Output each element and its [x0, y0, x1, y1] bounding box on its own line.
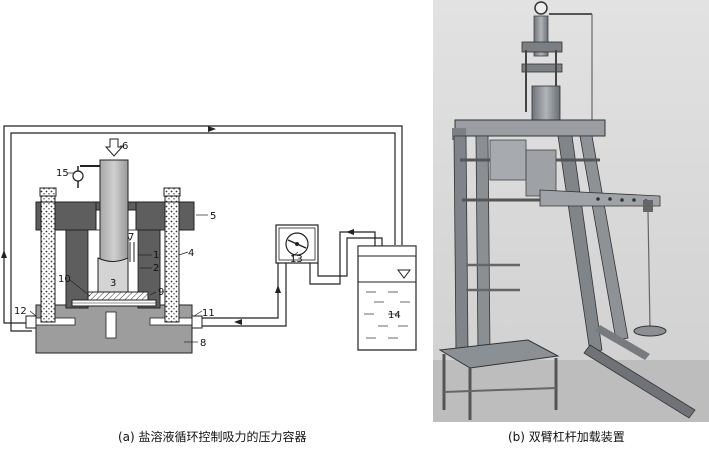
photo-step-platform [438, 339, 560, 369]
photo-pressure-cell [531, 85, 561, 123]
label-3: 3 [110, 278, 116, 289]
label-14: 14 [388, 310, 401, 321]
label-9: 9 [158, 287, 164, 298]
base-channel [105, 311, 117, 339]
photo-hanging-weight [633, 325, 667, 337]
label-4: 4 [188, 248, 194, 259]
photo-lever-arm [539, 189, 661, 207]
valve-11 [191, 315, 203, 329]
soil-specimen [97, 257, 129, 293]
photo-frame-left [453, 135, 469, 353]
label-12: 12 [14, 306, 27, 317]
part-labels: 1 2 3 4 5 6 7 8 9 10 11 12 13 14 15 [14, 141, 401, 349]
photo-dial-gauge [534, 1, 548, 15]
flow-arrow-left [1, 250, 7, 258]
porous-stone [87, 291, 149, 301]
water-level-marker [397, 269, 411, 279]
tie-rod-left-front [40, 201, 56, 323]
label-2: 2 [153, 263, 159, 274]
label-6: 6 [122, 141, 128, 152]
label-1: 1 [153, 250, 159, 261]
label-7: 7 [128, 232, 134, 243]
loading-arrow-6 [104, 138, 124, 157]
label-10: 10 [58, 274, 71, 285]
tie-rod-cap-left [39, 187, 57, 197]
dial-gauge-15 [72, 170, 84, 182]
caption-b: (b) 双臂杠杆加载装置 [508, 430, 625, 444]
panel-a-schematic: 1 2 3 4 5 6 7 8 9 10 11 12 13 14 15 [1, 125, 417, 354]
label-11: 11 [202, 308, 215, 319]
photo-frame-right [557, 135, 603, 353]
cell-wall-left [65, 229, 89, 309]
caption-a: (a) 盐溶液循环控制吸力的压力容器 [118, 430, 307, 444]
loading-piston [99, 159, 129, 271]
label-8: 8 [200, 338, 206, 349]
solution-liquid [364, 291, 410, 339]
leader-lines [29, 145, 398, 343]
label-13: 13 [290, 254, 303, 265]
valve-12 [25, 315, 37, 329]
tie-rod-cap-right [163, 187, 181, 197]
label-5: 5 [210, 211, 216, 222]
circulation-pipe [3, 125, 403, 332]
label-15: 15 [56, 168, 69, 179]
tie-rod-right-front [164, 201, 180, 323]
solution-container [357, 245, 417, 351]
flow-arrow-top [208, 126, 216, 132]
panel-b-photo [433, 0, 709, 422]
